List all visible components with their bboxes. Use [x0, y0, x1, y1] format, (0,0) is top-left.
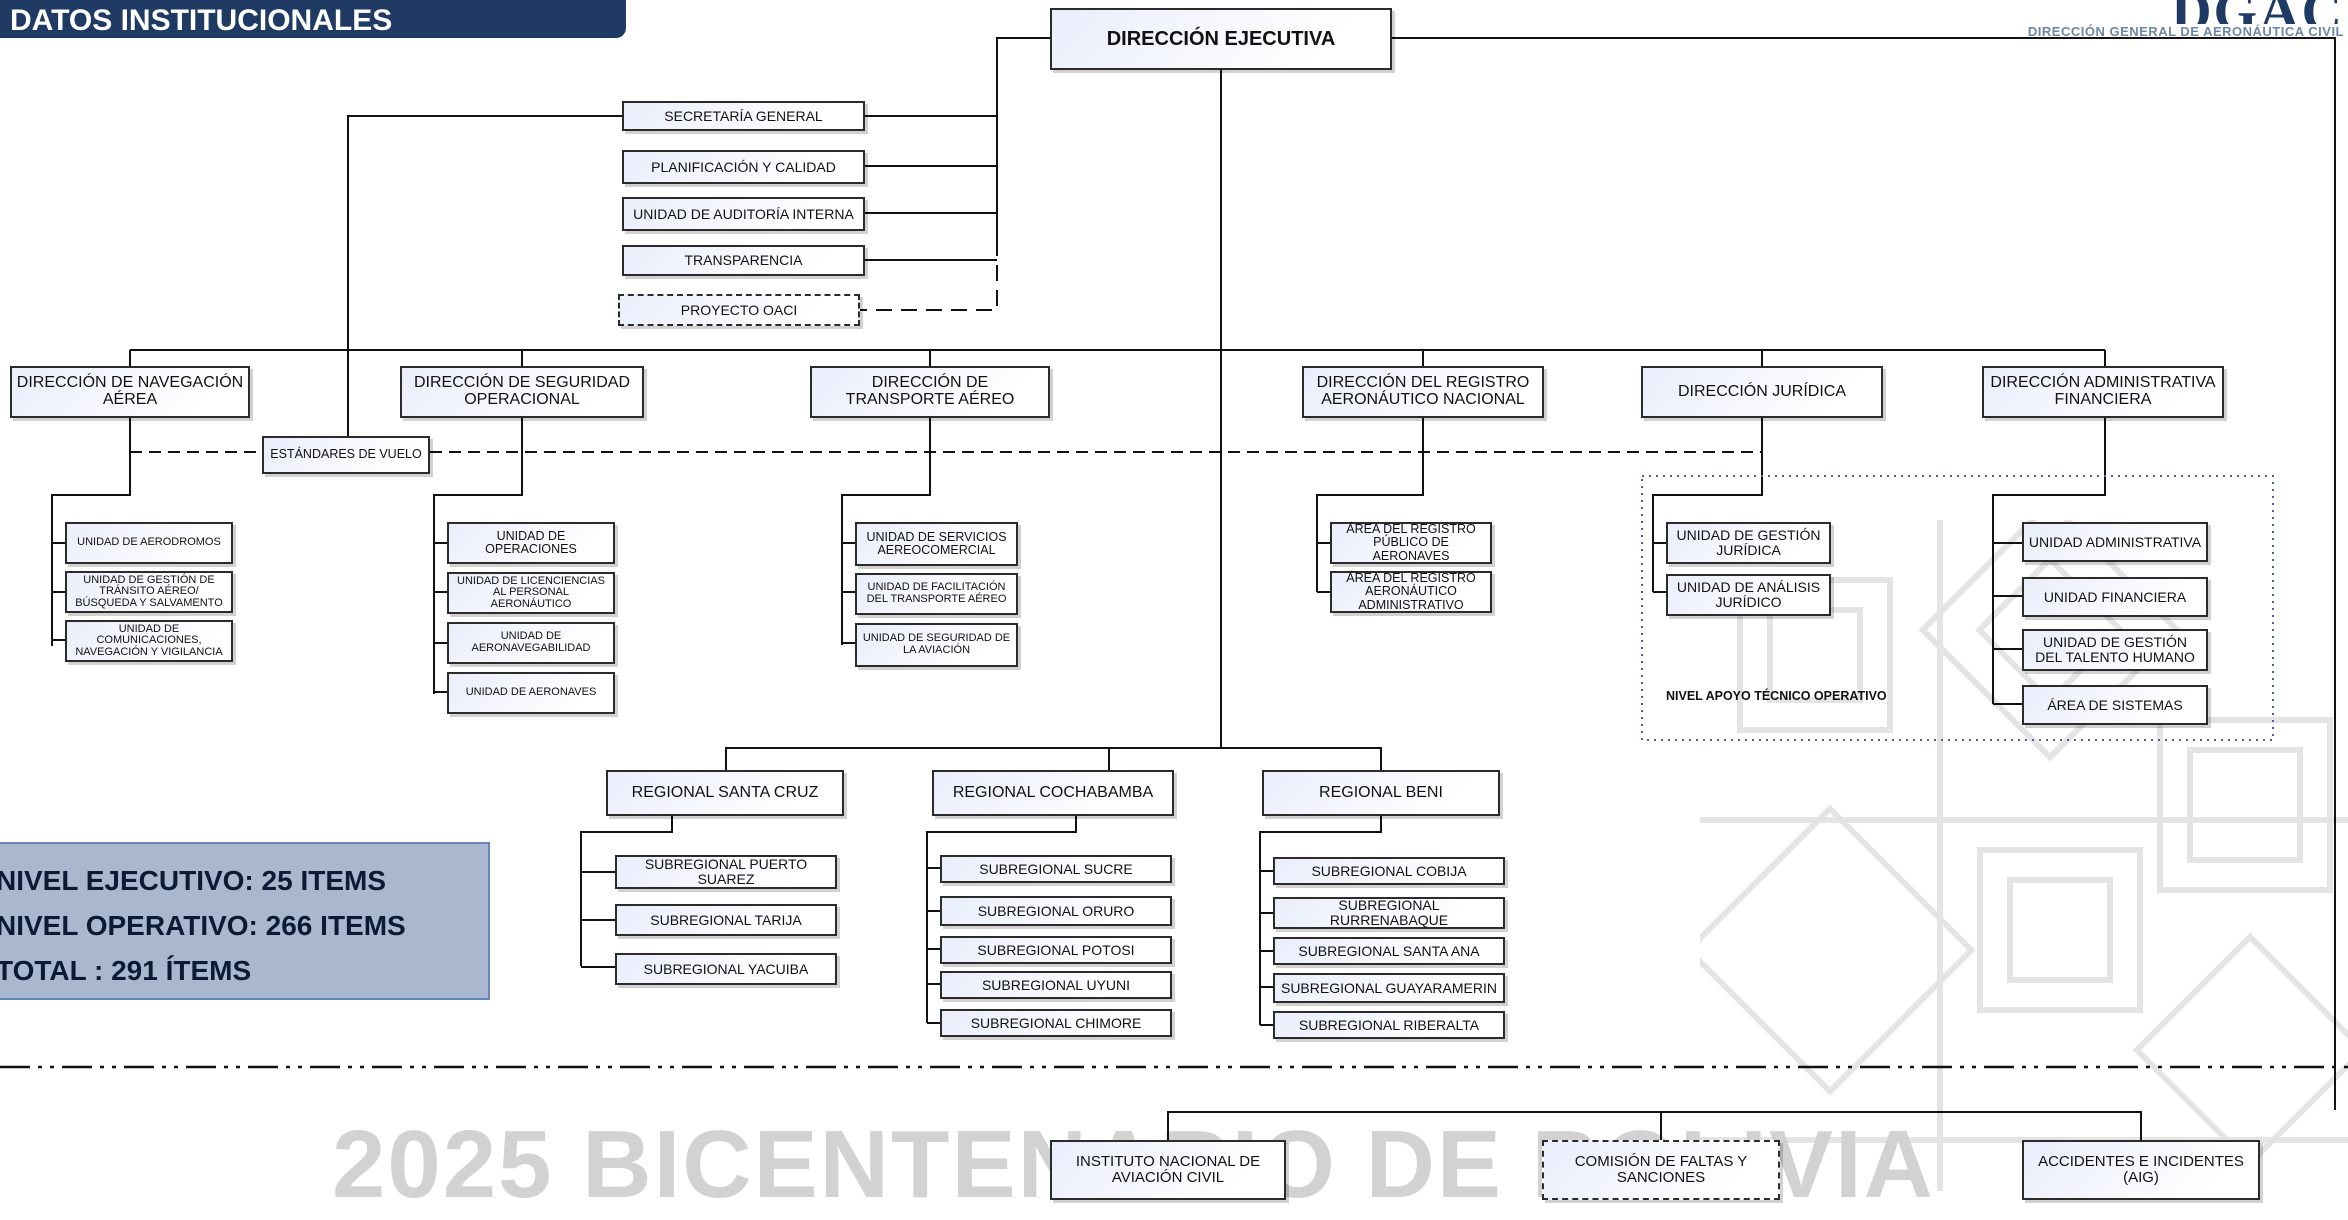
planificacion-calidad-box: PLANIFICACIÓN Y CALIDAD	[622, 150, 865, 184]
accidentes-incidentes-box: ACCIDENTES E INCIDENTES (AIG)	[2022, 1140, 2260, 1200]
summary-ejecutivo: NIVEL EJECUTIVO: 25 ITEMS	[0, 865, 387, 896]
direccion-transporte-box: DIRECCIÓN DE TRANSPORTE AÉREO	[810, 366, 1050, 418]
comision-faltas-box: COMISIÓN DE FALTAS Y SANCIONES	[1542, 1140, 1780, 1200]
logo-mark: DGAC	[2028, 0, 2344, 24]
unit-analisis-juridico: UNIDAD DE ANÁLISIS JURÍDICO	[1666, 574, 1831, 616]
regional-beni-box: REGIONAL BENI	[1262, 770, 1500, 816]
unit-servicios-aereocomercial: UNIDAD DE SERVICIOS AEREOCOMERCIAL	[855, 522, 1018, 566]
unit-licencias: UNIDAD DE LICENCIENCIAS AL PERSONAL AERO…	[447, 572, 615, 614]
unit-administrativa: UNIDAD ADMINISTRATIVA	[2022, 522, 2208, 562]
secretaria-general-box: SECRETARÍA GENERAL	[622, 101, 865, 131]
regional-santa-cruz-box: REGIONAL SANTA CRUZ	[606, 770, 844, 816]
subregional-santa-ana: SUBREGIONAL SANTA ANA	[1273, 937, 1505, 965]
unit-seguridad-aviacion: UNIDAD DE SEGURIDAD DE LA AVIACIÓN	[855, 623, 1018, 667]
direccion-registro-box: DIRECCIÓN DEL REGISTRO AERONÁUTICO NACIO…	[1302, 366, 1544, 418]
unit-operaciones: UNIDAD DE OPERACIONES	[447, 522, 615, 564]
subregional-tarija: SUBREGIONAL TARIJA	[615, 904, 837, 936]
auditoria-interna-box: UNIDAD DE AUDITORÍA INTERNA	[622, 197, 865, 231]
unit-registro-administrativo: ÁREA DEL REGISTRO AERONÁUTICO ADMINISTRA…	[1330, 571, 1492, 613]
direccion-ejecutiva-box: DIRECCIÓN EJECUTIVA	[1050, 8, 1392, 70]
subregional-guayaramerin: SUBREGIONAL GUAYARAMERIN	[1273, 973, 1505, 1003]
unit-aerodromos: UNIDAD DE AERODROMOS	[65, 522, 233, 564]
unit-talento-humano: UNIDAD DE GESTIÓN DEL TALENTO HUMANO	[2022, 629, 2208, 671]
connector-lines	[0, 37, 2348, 1152]
estandares-vuelo-box: ESTÁNDARES DE VUELO	[262, 436, 430, 474]
unit-comunicaciones: UNIDAD DE COMUNICACIONES, NAVEGACIÓN Y V…	[65, 620, 233, 662]
direccion-navegacion-box: DIRECCIÓN DE NAVEGACIÓN AÉREA	[10, 366, 250, 418]
summary-operativo: NIVEL OPERATIVO: 266 ITEMS	[0, 910, 406, 941]
unit-aeronaves: UNIDAD DE AERONAVES	[447, 672, 615, 714]
regional-cochabamba-box: REGIONAL COCHABAMBA	[932, 770, 1174, 816]
unit-financiera: UNIDAD FINANCIERA	[2022, 577, 2208, 617]
summary-total: TOTAL : 291 ÍTEMS	[0, 955, 252, 986]
unit-transito-aereo: UNIDAD DE GESTIÓN DE TRÁNSITO AÉREO/ BÚS…	[65, 571, 233, 613]
page-title-banner: DATOS INSTITUCIONALES	[0, 0, 626, 38]
subregional-riberalta: SUBREGIONAL RIBERALTA	[1273, 1011, 1505, 1039]
unit-registro-publico: ÁREA DEL REGISTRO PÚBLICO DE AERONAVES	[1330, 522, 1492, 564]
subregional-rurrenabaque: SUBREGIONAL RURRENABAQUE	[1273, 897, 1505, 929]
transparencia-box: TRANSPARENCIA	[622, 245, 865, 276]
subregional-potosi: SUBREGIONAL POTOSI	[940, 936, 1172, 964]
subregional-oruro: SUBREGIONAL ORURO	[940, 896, 1172, 926]
unit-facilitacion: UNIDAD DE FACILITACIÓN DEL TRANSPORTE AÉ…	[855, 573, 1018, 615]
proyecto-oaci-box: PROYECTO OACI	[618, 294, 860, 326]
subregional-yacuiba: SUBREGIONAL YACUIBA	[615, 953, 837, 985]
dgac-logo: DGAC DIRECCIÓN GENERAL DE AERONÁUTICA CI…	[2028, 0, 2344, 39]
subregional-uyuni: SUBREGIONAL UYUNI	[940, 971, 1172, 999]
unit-gestion-juridica: UNIDAD DE GESTIÓN JURÍDICA	[1666, 522, 1831, 564]
items-summary-panel: NIVEL EJECUTIVO: 25 ITEMS NIVEL OPERATIV…	[0, 842, 490, 1000]
unit-sistemas: ÁREA DE SISTEMAS	[2022, 685, 2208, 725]
direccion-seguridad-box: DIRECCIÓN DE SEGURIDAD OPERACIONAL	[400, 366, 644, 418]
unit-aeronavegabilidad: UNIDAD DE AERONAVEGABILIDAD	[447, 622, 615, 664]
page-title: DATOS INSTITUCIONALES	[10, 4, 393, 37]
subregional-chimore: SUBREGIONAL CHIMORE	[940, 1009, 1172, 1037]
subregional-puerto-suarez: SUBREGIONAL PUERTO SUAREZ	[615, 855, 837, 889]
instituto-nacional-box: INSTITUTO NACIONAL DE AVIACIÓN CIVIL	[1050, 1140, 1286, 1200]
logo-subtitle: DIRECCIÓN GENERAL DE AERONÁUTICA CIVIL	[2027, 24, 2344, 39]
subregional-sucre: SUBREGIONAL SUCRE	[940, 855, 1172, 883]
nivel-apoyo-label: NIVEL APOYO TÉCNICO OPERATIVO	[1666, 689, 1887, 703]
direccion-juridica-box: DIRECCIÓN JURÍDICA	[1641, 366, 1883, 418]
subregional-cobija: SUBREGIONAL COBIJA	[1273, 857, 1505, 885]
direccion-administrativa-box: DIRECCIÓN ADMINISTRATIVA FINANCIERA	[1982, 366, 2224, 418]
